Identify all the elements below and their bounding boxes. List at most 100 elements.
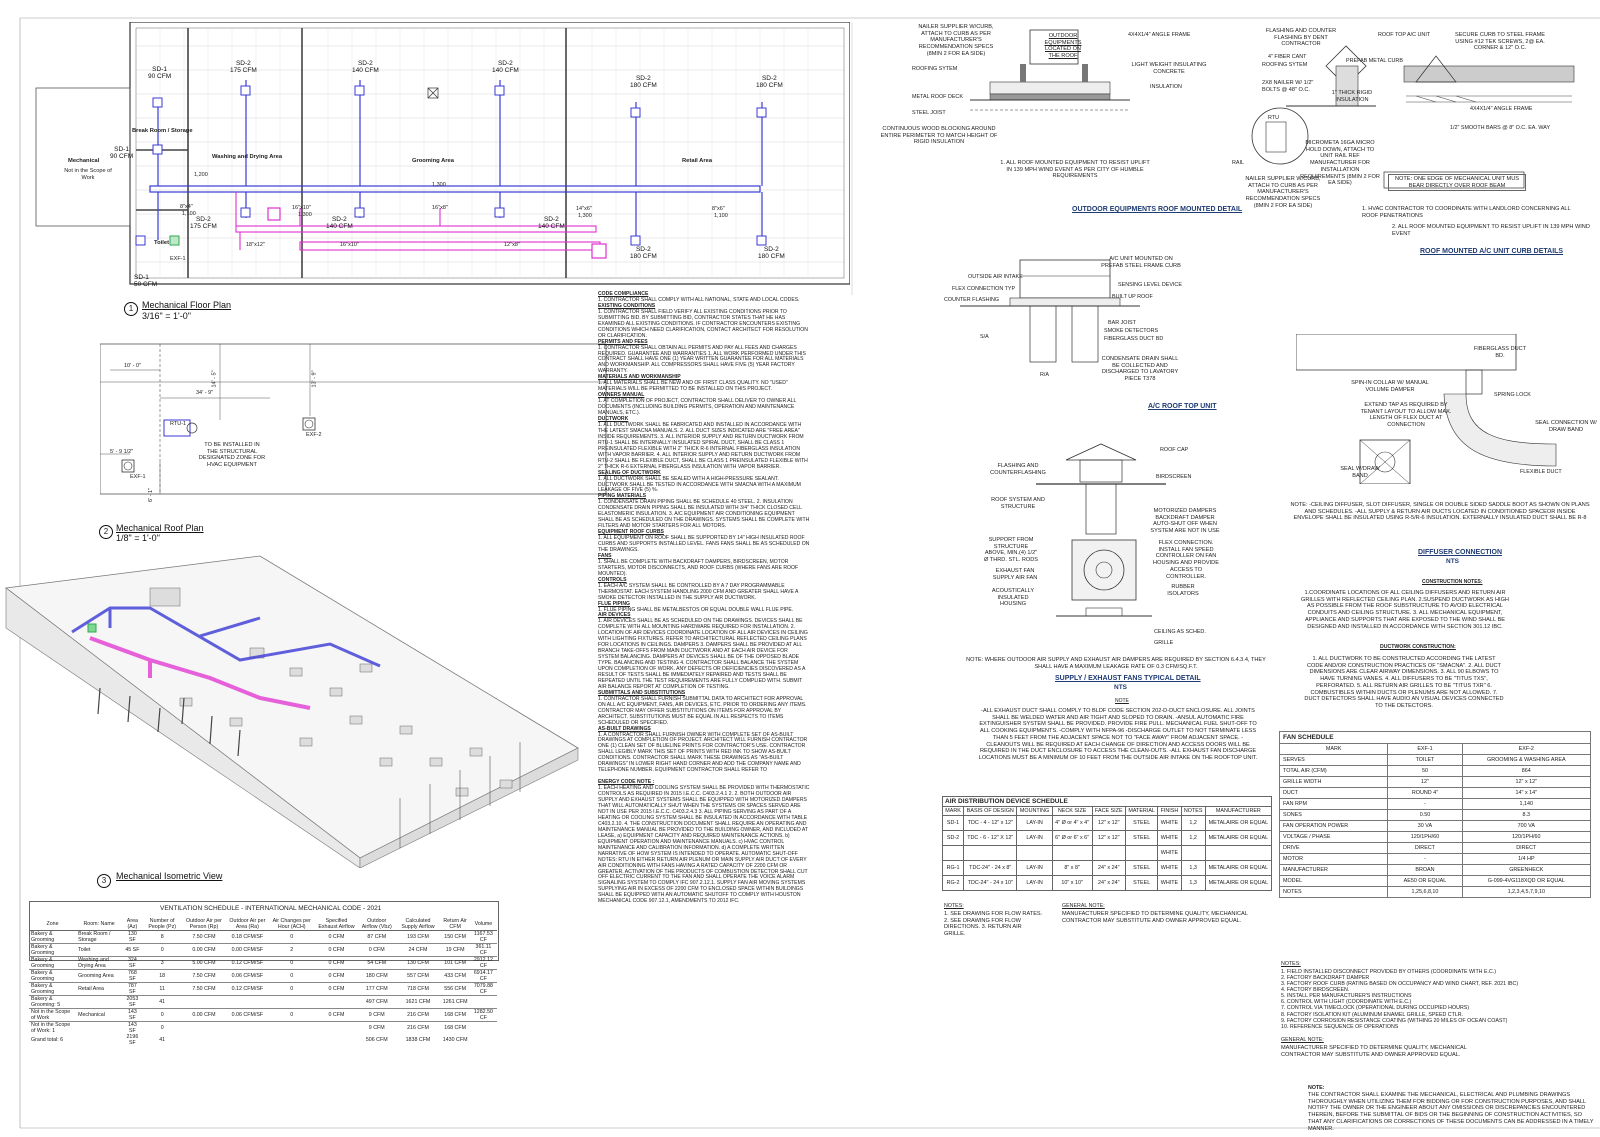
fan-note: 7. CONTROL VIA TIMECLOCK (OPERATIONAL DU… (1281, 1005, 1470, 1012)
table-cell: DRIVE (1278, 842, 1389, 854)
rtu-detail-drawing (960, 259, 1140, 363)
table-cell: 0.00 CFM (181, 943, 227, 957)
detail-label: RTU (1268, 115, 1279, 121)
table-cell: 1167.53 CF (469, 930, 497, 944)
table-cell: 7.50 CFM (181, 982, 227, 996)
column-header: Calculated Supply Airflow (395, 918, 441, 931)
table-cell: 4" Ø or 4" x 4" (1051, 815, 1093, 831)
detail-label: NAILER SUPPLIER W/CURB, ATTACH TO CURB A… (1245, 176, 1321, 209)
column-header: NOTES (1180, 806, 1206, 816)
air-dist-notes: 1. SEE DRAWING FOR FLOW RATES. 2. SEE DR… (944, 911, 1043, 938)
note-text: 1. A CONTRACTOR SHALL FURNISH OWNER WITH… (598, 731, 808, 774)
detail-label: MOTORIZED DAMPERS BACKDRAFT DAMPER AUTO-… (1150, 508, 1220, 535)
table-cell: TOTAL AIR (CFM) (1278, 765, 1389, 777)
detail-label: OUTSIDE AIR INTAKE (968, 274, 1023, 280)
detail-note: 2. ALL ROOF MOUNTED EQUIPMENT TO RESIST … (1392, 224, 1590, 237)
column-header: Outdoor Air per Area (Ra) (226, 918, 269, 931)
table-cell: 7.50 CFM (181, 930, 227, 944)
table-cell: LAY-IN (1016, 860, 1053, 876)
table-cell: - (1387, 853, 1463, 865)
detail-label: FLEX CONNECTION TYP (952, 286, 1016, 292)
note-text: 1. ALL EQUIPMENT ON ROOF SHALL BE SUPPOR… (598, 535, 810, 553)
fan-note: 5. INSTALL PER MANUFACTURER'S INSTRUCTIO… (1281, 993, 1412, 1000)
table-cell: WHITE (1157, 815, 1182, 831)
table-cell: ROUND 4" (1387, 787, 1463, 799)
table-cell: 130 CFM (395, 956, 441, 970)
note-heading: GENERAL NOTE: (1281, 1037, 1324, 1043)
duct-label: 1,300 (578, 213, 592, 219)
detail-label: 1" THICK RIGID INSULATION (1331, 90, 1373, 103)
mechanical-room-label: Mechanical (68, 158, 100, 164)
detail-label: METAL ROOF DECK (912, 94, 963, 100)
column-header: Volume (469, 918, 497, 931)
table-cell: G-099-4VG118XQD OR EQUAL (1461, 875, 1592, 887)
detail-label: SPRING LOCK (1494, 392, 1531, 398)
table-cell: MOTOR (1278, 853, 1389, 865)
table-cell: 2 (268, 943, 315, 957)
note-heading: AS-BUILT DRAWINGS (598, 725, 651, 732)
note-heading: CODE COMPLIANCE (598, 291, 649, 297)
detail-title: OUTDOOR EQUIPMENTS ROOF MOUNTED DETAIL (1072, 206, 1243, 213)
table-cell: 12" x 12" (1091, 830, 1126, 846)
table-cell (1016, 845, 1053, 861)
detail-label: ROOF SYSTEM AND STRUCTURE (991, 497, 1045, 510)
fan-note: 1. FIELD INSTALLED DISCONNECT PROVIDED B… (1281, 969, 1497, 975)
table-cell: 41 (159, 999, 166, 1005)
detail-note: 1. HVAC CONTRACTOR TO COORDINATE WITH LA… (1362, 206, 1571, 219)
detail-subtitle: NTS (1446, 558, 1459, 565)
room-label: Retail Area (682, 158, 713, 164)
duct-label: 18"x12" (246, 242, 265, 248)
table-cell: STEEL (1124, 860, 1159, 876)
table-cell: 193 CFM (395, 930, 441, 944)
detail-label: NOTE: ONE EDGE OF MECHANICAL UNIT MUS BE… (1388, 174, 1526, 192)
column-header: MATERIAL (1124, 806, 1159, 816)
note-heading: OWNERS MANUAL (598, 392, 645, 399)
fan-note: 2. FACTORY BACKDRAFT DAMPER (1281, 975, 1370, 982)
detail-label: 4" FIBER CANT (1268, 54, 1307, 60)
fans-note: -ALL EXHAUST DUCT SHALL COMPLY TO BLDF C… (978, 708, 1258, 761)
table-cell: 1,2 (1180, 830, 1206, 846)
table-cell: TDC - 4 - 12" x 12" (963, 815, 1018, 831)
table-cell: 24" x 24" (1091, 860, 1126, 876)
detail-label: GRILLE (1154, 640, 1174, 646)
table-cell: 54 CFM (358, 956, 396, 970)
dimension: 6' - 1" (148, 487, 155, 503)
detail-label: 2X8 NAILER W/ 1/2" BOLTS @ 48" O.C. (1262, 80, 1314, 93)
table-cell: 177 CFM (358, 982, 396, 996)
table-cell: Bakery & Grooming (29, 943, 77, 957)
table-cell: 0 CFM (314, 969, 359, 983)
table-cell: BROAN (1387, 864, 1463, 876)
table-cell: 120/1PH/60 (1461, 831, 1592, 843)
table-cell: GROOMING & WASHING AREA (1461, 754, 1592, 766)
table-cell: 1,3 (1180, 860, 1206, 876)
fan-schedule-notes: 1. FIELD INSTALLED DISCONNECT PROVIDED B… (1281, 969, 1591, 1030)
detail-label: SUPPORT FROM STRUCTURE ABOVE, MIN.(4) 1/… (984, 537, 1038, 564)
table-cell: VOLTAGE / PHASE (1278, 831, 1389, 843)
table-cell: 0.50 (1387, 809, 1463, 821)
table-cell: 150 CFM (440, 930, 470, 944)
table-cell: DIRECT (1461, 842, 1592, 854)
table-cell: 0 (142, 943, 182, 957)
column-header: NECK SIZE (1051, 806, 1093, 816)
table-cell: 0 CFM (314, 943, 359, 957)
table-cell: WHITE (1157, 860, 1182, 876)
table-row: MOTOR-1/4 HP (1278, 853, 1592, 865)
room-label: Toilet (154, 240, 170, 246)
table-cell: 0.06 CFM/SF (226, 1008, 269, 1022)
table-cell: Toilet (76, 943, 123, 957)
note-heading: CONTROLS (598, 576, 627, 583)
